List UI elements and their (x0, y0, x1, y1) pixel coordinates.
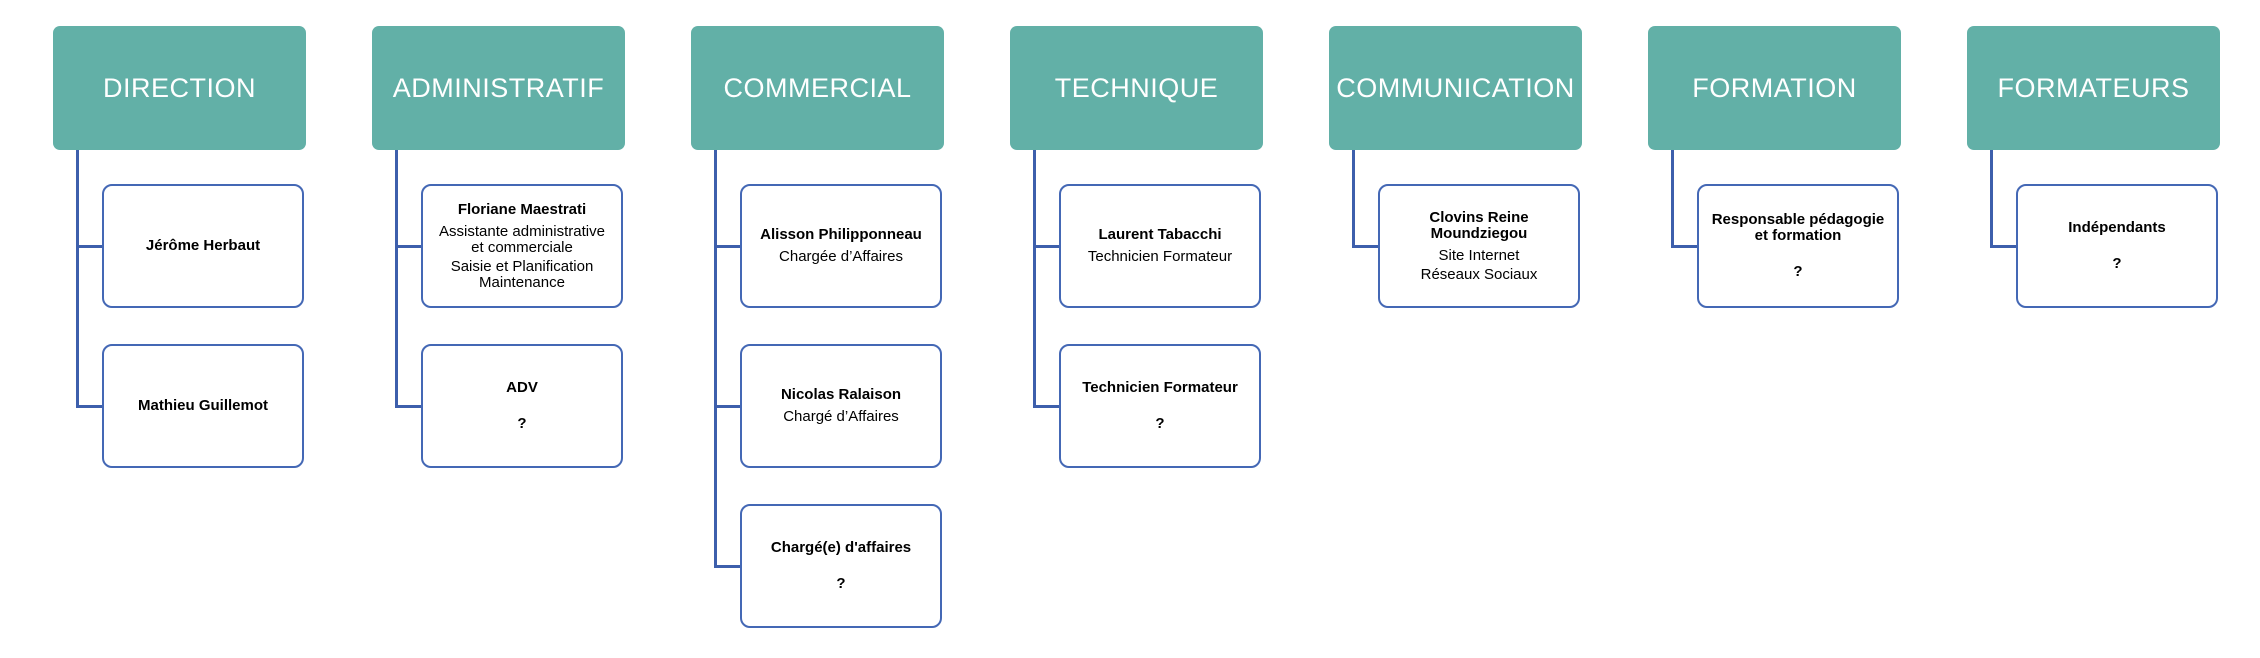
position-name: Mathieu Guillemot (137, 397, 268, 414)
position-detail: Technicien Formateur (1087, 248, 1233, 265)
department-header: ADMINISTRATIF (372, 26, 625, 150)
connector-horizontal (395, 245, 446, 248)
department-header: COMMERCIAL (691, 26, 944, 150)
vacant-marker: ? (2112, 255, 2122, 272)
position-detail: Réseaux Sociaux (1420, 265, 1538, 283)
position-name: Chargé(e) d'affaires (770, 539, 912, 556)
position-card: Technicien Formateur? (1059, 344, 1261, 468)
position-name: Nicolas Ralaison (780, 386, 902, 403)
connector-horizontal (1033, 405, 1084, 408)
position-card: Indépendants? (2016, 184, 2218, 308)
department-column-formation: FORMATION Responsable pédagogie et format… (1648, 0, 1908, 658)
connector-horizontal (1033, 245, 1084, 248)
position-card: Jérôme Herbaut (102, 184, 304, 308)
position-name: Indépendants (2068, 219, 2166, 236)
position-detail: Assistante administrative et commerciale (439, 222, 605, 256)
position-detail: Site Internet (1438, 246, 1520, 264)
connector-horizontal (395, 405, 446, 408)
position-name: Responsable pédagogie et formation (1711, 211, 1885, 244)
position-name: Jérôme Herbaut (145, 237, 261, 254)
department-header: COMMUNICATION (1329, 26, 1582, 150)
connector-horizontal (76, 245, 127, 248)
position-detail: Chargée d’Affaires (779, 248, 903, 265)
position-card: Chargé(e) d'affaires? (740, 504, 942, 628)
position-detail: Chargé d’Affaires (783, 408, 899, 425)
department-column-formateurs: FORMATEURS Indépendants? (1967, 0, 2227, 658)
connector-horizontal (714, 405, 765, 408)
position-name: Laurent Tabacchi (1098, 226, 1222, 243)
connector-horizontal (1671, 245, 1722, 248)
connector-horizontal (76, 405, 127, 408)
connector-vertical (1033, 150, 1036, 408)
connector-vertical (1671, 150, 1674, 248)
connector-horizontal (714, 565, 765, 568)
position-card: ADV? (421, 344, 623, 468)
connector-horizontal (714, 245, 765, 248)
connector-vertical (76, 150, 79, 408)
vacant-marker: ? (1155, 415, 1165, 432)
position-name: Clovins Reine Moundziegou (1429, 208, 1529, 242)
department-header: DIRECTION (53, 26, 306, 150)
vacant-marker: ? (517, 415, 527, 432)
position-name: Technicien Formateur (1082, 379, 1238, 396)
position-card: Mathieu Guillemot (102, 344, 304, 468)
department-header: FORMATION (1648, 26, 1901, 150)
connector-horizontal (1990, 245, 2041, 248)
connector-vertical (395, 150, 398, 408)
department-header: FORMATEURS (1967, 26, 2220, 150)
vacant-marker: ? (836, 575, 846, 592)
department-header: TECHNIQUE (1010, 26, 1263, 150)
connector-vertical (714, 150, 717, 568)
connector-vertical (1352, 150, 1355, 248)
connector-vertical (1990, 150, 1993, 248)
position-detail: Saisie et Planification Maintenance (450, 257, 594, 291)
position-name: ADV (506, 379, 538, 396)
connector-horizontal (1352, 245, 1403, 248)
position-card: Responsable pédagogie et formation? (1697, 184, 1899, 308)
position-name: Alisson Philipponneau (760, 226, 922, 243)
position-name: Floriane Maestrati (457, 200, 587, 218)
vacant-marker: ? (1793, 263, 1803, 280)
